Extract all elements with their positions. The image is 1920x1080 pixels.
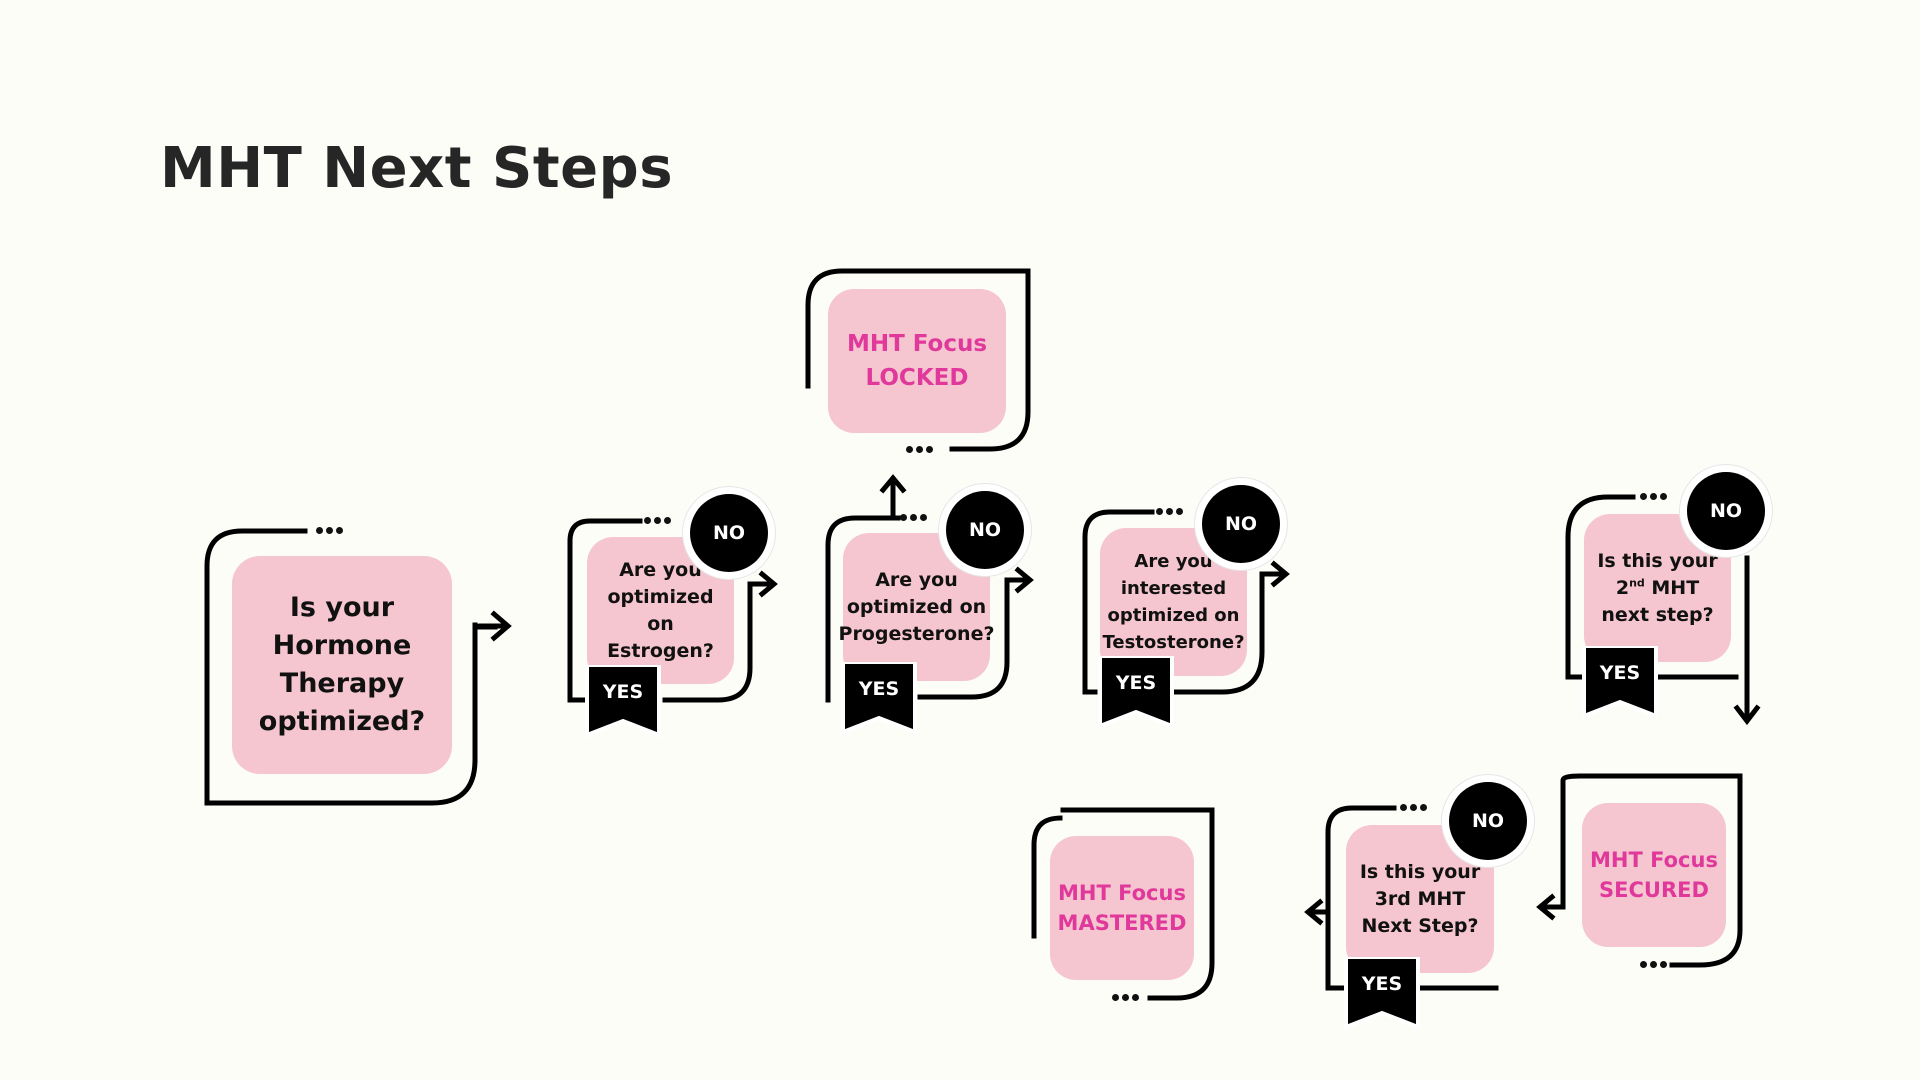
node-estrogen: Are you optimized on Estrogen? <box>587 537 734 684</box>
ellipsis-icon <box>1112 994 1139 1001</box>
outcome-locked-text: MHT Focus LOCKED <box>846 331 988 391</box>
yes-ribbon: YES <box>1342 957 1422 1035</box>
outcome-mastered: MHT Focus MASTERED <box>1050 836 1194 980</box>
ellipsis-icon <box>900 514 927 521</box>
node-start: Is your Hormone Therapy optimized? <box>232 556 452 774</box>
outcome-locked: MHT Focus LOCKED <box>828 289 1006 433</box>
no-badge: NO <box>946 491 1024 569</box>
yes-label: YES <box>1115 672 1157 694</box>
yes-ribbon: YES <box>583 665 663 743</box>
ellipsis-icon <box>1640 493 1667 500</box>
node-estrogen-text: Are you optimized on Estrogen? <box>607 558 714 662</box>
yes-ribbon: YES <box>1096 656 1176 734</box>
yes-label: YES <box>858 678 900 700</box>
no-badge: NO <box>1687 472 1765 550</box>
outcome-secured-text: MHT Focus SECURED <box>1590 848 1718 902</box>
node-second-step: Is this your 2nd MHT next step? <box>1584 514 1731 662</box>
page-title: MHT Next Steps <box>160 136 674 201</box>
node-progesterone-text: Are you optimized on Progesterone? <box>838 568 995 645</box>
node-testosterone: Are you interested optimized on Testoste… <box>1100 528 1247 676</box>
ellipsis-icon <box>1156 508 1183 515</box>
node-second-step-text: Is this your 2nd MHT next step? <box>1597 549 1718 626</box>
ellipsis-icon <box>1400 804 1427 811</box>
yes-ribbon: YES <box>1580 646 1660 724</box>
outcome-mastered-text: MHT Focus MASTERED <box>1057 881 1187 935</box>
no-badge: NO <box>1202 485 1280 563</box>
yes-label: YES <box>1599 662 1641 684</box>
outcome-secured: MHT Focus SECURED <box>1582 803 1726 947</box>
ellipsis-icon <box>906 446 933 453</box>
yes-label: YES <box>602 681 644 703</box>
yes-ribbon: YES <box>839 662 919 740</box>
ellipsis-icon <box>644 517 671 524</box>
node-testosterone-text: Are you interested optimized on Testoste… <box>1102 551 1245 653</box>
ellipsis-icon <box>1640 961 1667 968</box>
ellipsis-icon <box>316 527 343 534</box>
no-badge: NO <box>1449 782 1527 860</box>
yes-label: YES <box>1361 973 1403 995</box>
node-third-step-text: Is this your 3rd MHT Next Step? <box>1359 860 1481 937</box>
no-badge: NO <box>690 494 768 572</box>
node-start-text: Is your Hormone Therapy optimized? <box>258 592 426 737</box>
